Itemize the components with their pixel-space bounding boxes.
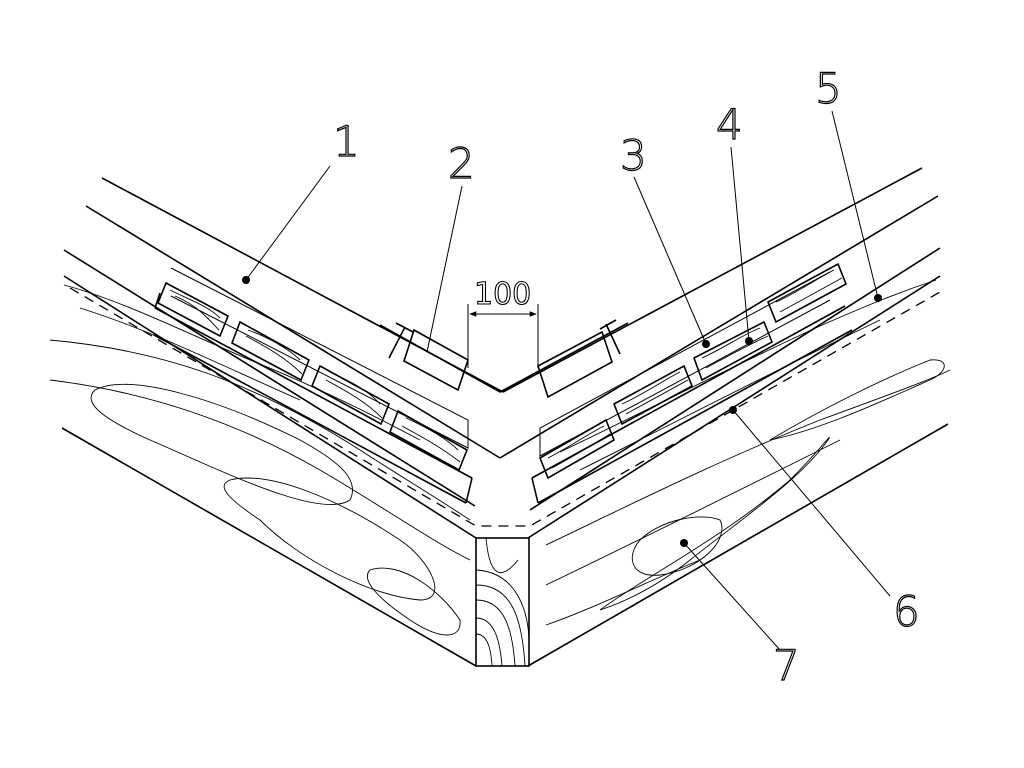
dimension-label: 100 xyxy=(474,277,531,312)
valley-boards xyxy=(403,328,613,399)
callout-3: 3 xyxy=(620,131,647,180)
leader-lines xyxy=(242,110,891,651)
battens-right xyxy=(538,262,848,480)
callout-7: 7 xyxy=(773,641,800,690)
callout-5: 5 xyxy=(815,64,842,113)
valley-flashing xyxy=(379,319,629,393)
dimension-100: 100 xyxy=(467,276,539,368)
callout-4: 4 xyxy=(716,100,743,149)
valley-rafter xyxy=(49,339,951,667)
battens-left xyxy=(156,281,469,472)
callout-2: 2 xyxy=(448,139,475,188)
callout-1: 1 xyxy=(333,117,360,166)
batten-strips xyxy=(153,267,853,504)
valley-post xyxy=(475,537,530,667)
callout-6: 6 xyxy=(893,587,920,636)
